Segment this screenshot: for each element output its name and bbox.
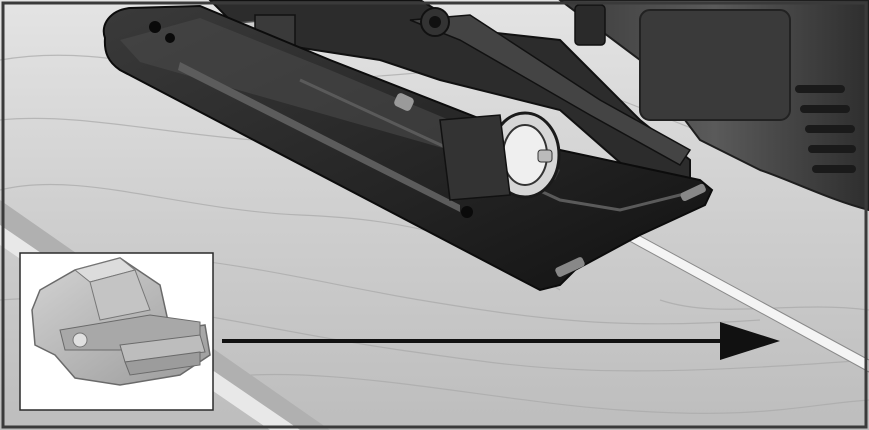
- vent-slots: [795, 85, 856, 173]
- splinter-guard-inset: [19, 252, 214, 411]
- arrow-right-icon: [222, 322, 780, 360]
- splinter-guard-icon: [31, 257, 211, 386]
- jigsaw-baseplate: [102, 4, 714, 292]
- jigsaw-motor-housing: [558, 0, 869, 212]
